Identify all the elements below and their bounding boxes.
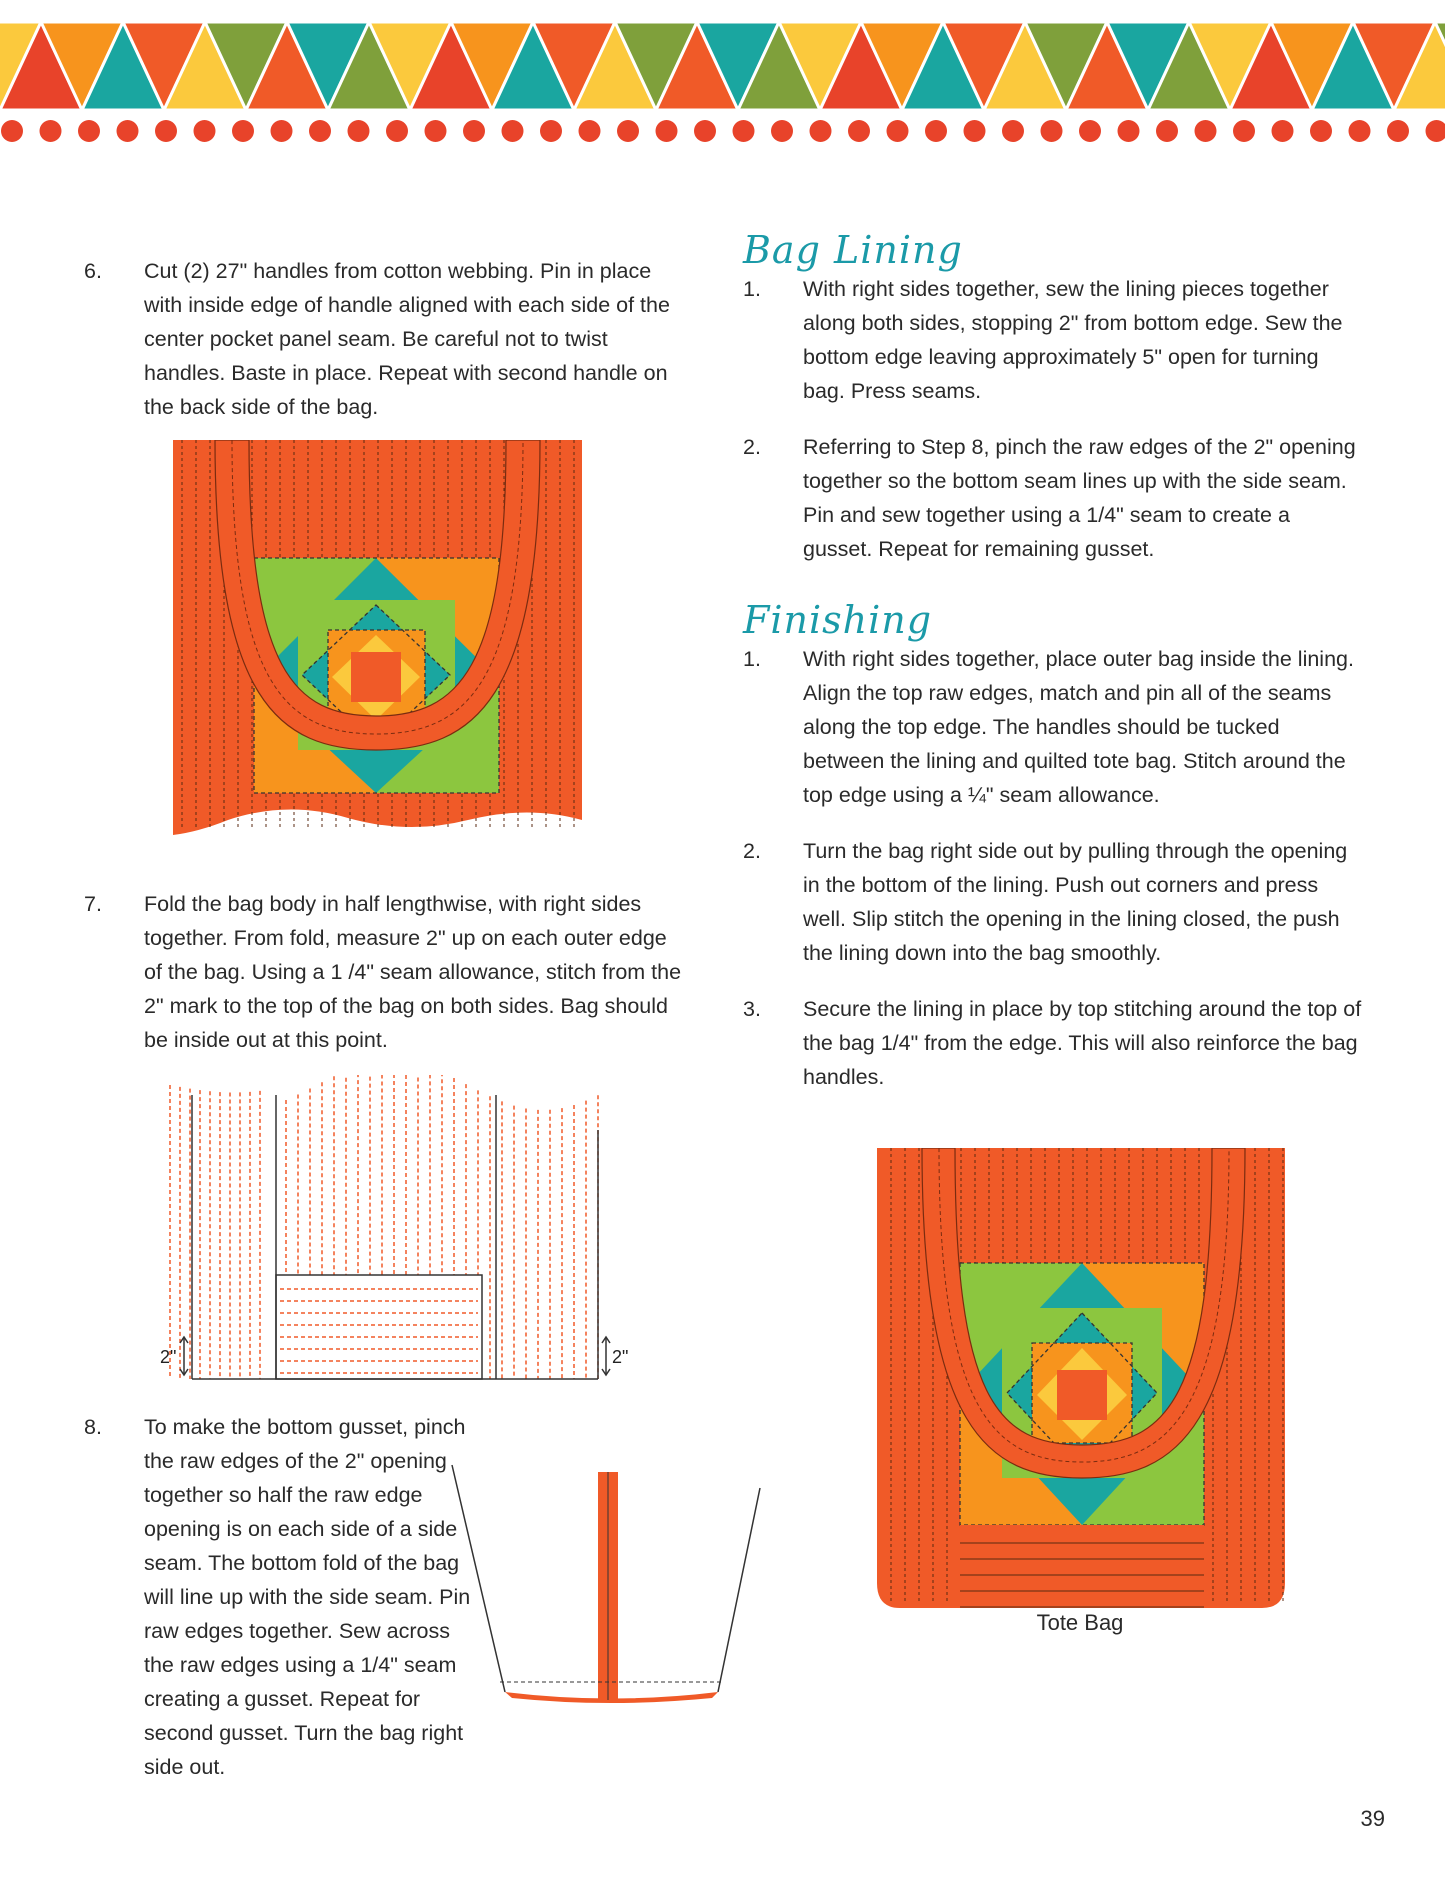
step-number: 7. [84,892,102,916]
finishing-step-2: 2. Turn the bag right side out by pullin… [743,834,1363,970]
step-text: With right sides together, sew the linin… [803,277,1343,403]
fold-label-right: 2" [612,1347,628,1367]
step-7: 7. Fold the bag body in half lengthwise,… [84,887,684,1057]
bag-lining-heading: Bag Lining [743,228,963,272]
step-text: Secure the lining in place by top stitch… [803,997,1362,1089]
tote-bag-caption: Tote Bag [1036,1610,1124,1635]
page-number: 39 [1360,1806,1385,1831]
step-8: 8. To make the bottom gusset, pinch the … [84,1410,484,1784]
step-number: 6. [84,259,102,283]
left-column-step7: 7. Fold the bag body in half lengthwise,… [84,887,684,1057]
step-number: 1. [743,647,761,671]
bag-lining-step-2: 2. Referring to Step 8, pinch the raw ed… [743,430,1363,566]
step-text: Fold the bag body in half lengthwise, wi… [144,892,682,1052]
step-number: 2. [743,435,761,459]
left-column: 6. Cut (2) 27" handles from cotton webbi… [84,254,684,424]
step-number: 2. [743,839,761,863]
step-6: 6. Cut (2) 27" handles from cotton webbi… [84,254,684,424]
bunting-banner [0,0,1445,142]
fold-label-left: 2" [160,1347,176,1367]
fold-stitch-figure: 2" 2" [160,1075,628,1380]
bag-lining-step-1: 1. With right sides together, sew the li… [743,272,1363,408]
left-column-step8: 8. To make the bottom gusset, pinch the … [84,1410,484,1784]
finishing-step-1: 1. With right sides together, place oute… [743,642,1363,812]
finishing-step-3: 3. Secure the lining in place by top sti… [743,992,1363,1094]
step-text: Referring to Step 8, pinch the raw edges… [803,435,1356,561]
gusset-figure [451,1464,761,1703]
finishing-heading: Finishing [743,598,933,642]
step-number: 3. [743,997,761,1021]
step-number: 8. [84,1415,102,1439]
step-text: To make the bottom gusset, pinch the raw… [144,1415,471,1779]
step-number: 1. [743,277,761,301]
step-text: Turn the bag right side out by pulling t… [803,839,1348,965]
tote-bag-figure [877,1148,1285,1608]
step-text: Cut (2) 27" handles from cotton webbing.… [144,259,670,419]
step-text: With right sides together, place outer b… [803,647,1354,807]
right-column: Bag Lining 1. With right sides together,… [743,230,1363,1094]
handle-placement-figure [173,440,582,835]
